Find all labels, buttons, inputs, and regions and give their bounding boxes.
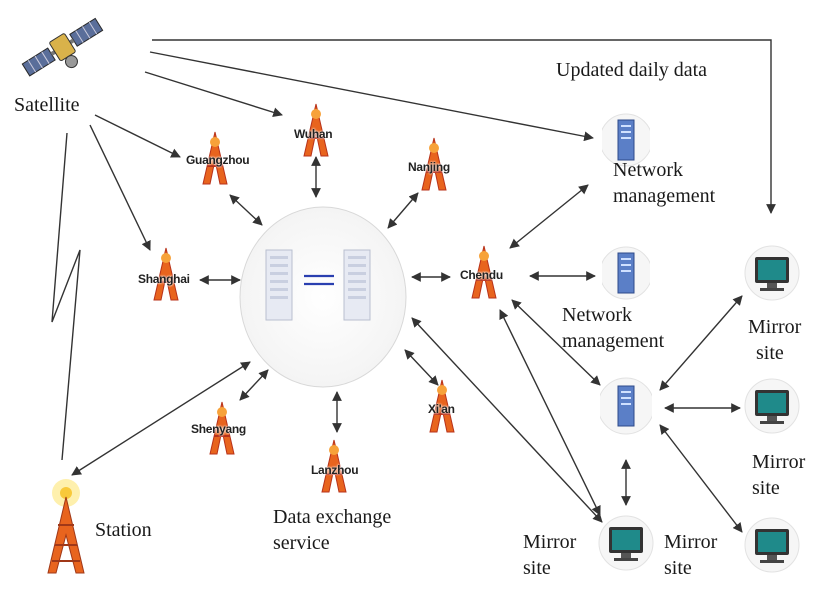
- city-label-shenyang: Shenyang: [191, 422, 246, 436]
- link-satellite-wuhan: [144, 71, 283, 118]
- link-hub-nanjing: [387, 192, 419, 229]
- network-management-label-2-line2: management: [562, 330, 665, 352]
- server-icon: [600, 377, 652, 435]
- link-hub-station: [71, 361, 251, 476]
- server-pair-icon: [265, 249, 371, 321]
- monitor-icon: [744, 245, 800, 301]
- city-label-shanghai: Shanghai: [138, 272, 190, 286]
- mirror-site-label-2-line1: Mirror: [752, 451, 806, 473]
- city-label-wuhan: Wuhan: [294, 127, 333, 141]
- city-label-chendu: Chendu: [460, 268, 503, 282]
- server-icon: [602, 246, 650, 300]
- link-server-mirror-1: [659, 295, 743, 391]
- hub-label-line1: Data exchange: [273, 506, 392, 528]
- link-hub-guangzhou: [229, 194, 263, 226]
- server-icon: [602, 113, 650, 167]
- monitor-icon: [598, 515, 654, 571]
- mirror-site-label-2-line2: site: [752, 477, 780, 499]
- mirror-site-label-3-line2: site: [523, 557, 551, 579]
- city-tower-icon: [202, 131, 228, 185]
- city-label-xian: Xi'an: [428, 402, 455, 416]
- city-tower-icon: [429, 379, 455, 433]
- satellite-icon: [21, 17, 104, 77]
- city-tower-icon: [303, 103, 329, 157]
- city-tower-icon: [209, 401, 235, 455]
- station-label: Station: [95, 519, 152, 541]
- radio-tower-icon: [47, 479, 85, 574]
- link-satellite-mirror-site: [152, 39, 776, 214]
- network-management-label-2-line1: Network: [562, 304, 632, 326]
- link-satellite-shanghai: [89, 124, 151, 251]
- link-hub-mirror-site: [411, 317, 603, 523]
- mirror-site-label-4-line2: site: [664, 557, 692, 579]
- updated-daily-data-label: Updated daily data: [556, 59, 708, 81]
- city-tower-icon: [153, 247, 179, 301]
- mirror-site-label-3-line1: Mirror: [523, 531, 577, 553]
- monitor-icon: [744, 517, 800, 573]
- network-management-label-1-line1: Network: [613, 159, 683, 181]
- monitor-icon: [744, 378, 800, 434]
- city-label-lanzhou: Lanzhou: [311, 463, 359, 477]
- link-server-mirror-4: [659, 424, 743, 533]
- network-management-label-1-line2: management: [613, 185, 716, 207]
- city-label-nanjing: Nanjing: [408, 160, 450, 174]
- link-chendu-network-management-1: [509, 184, 589, 249]
- link-satellite-guangzhou: [94, 114, 181, 158]
- city-tower-icon: [321, 439, 347, 493]
- city-label-guangzhou: Guangzhou: [186, 153, 250, 167]
- link-satellite-station: [51, 132, 81, 461]
- link-satellite-network-management: [149, 51, 594, 142]
- mirror-site-label-4-line1: Mirror: [664, 531, 718, 553]
- mirror-site-label-1-line2: site: [756, 342, 784, 364]
- mirror-site-label-1-line1: Mirror: [748, 316, 802, 338]
- satellite-label: Satellite: [14, 94, 80, 116]
- city-tower-icon: [421, 137, 447, 191]
- city-tower-icon: [471, 245, 497, 299]
- link-hub-shenyang: [239, 369, 269, 401]
- hub-label-line2: service: [273, 532, 330, 554]
